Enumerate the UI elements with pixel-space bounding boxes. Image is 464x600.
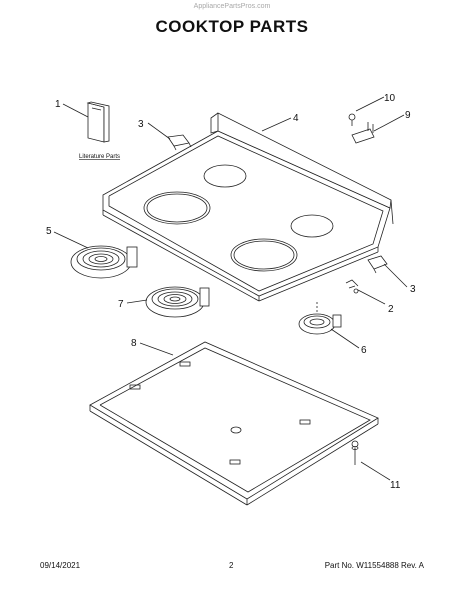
watermark: AppliancePartsPros.com: [193, 3, 271, 10]
mounting-screw[interactable]: [351, 446, 359, 466]
surface-element-warmer[interactable]: [298, 300, 342, 335]
cooktop-clip-right[interactable]: [367, 255, 388, 274]
cooktop-clip-left[interactable]: [167, 134, 192, 151]
callout-11: 11: [390, 480, 401, 491]
leader-lines: [53, 96, 408, 481]
surface-element-large[interactable]: [70, 245, 138, 279]
bracket-part[interactable]: [351, 122, 375, 144]
burner-box[interactable]: [89, 341, 379, 506]
callout-9: 9: [405, 110, 411, 121]
screw-part[interactable]: [348, 113, 356, 126]
surface-element-small[interactable]: [145, 286, 210, 318]
callout-10: 10: [384, 93, 396, 104]
callout-8: 8: [131, 338, 137, 349]
callout-3-left: 3: [138, 119, 144, 130]
callout-1: 1: [55, 99, 61, 110]
literature-parts-label: Literature Parts: [79, 154, 120, 160]
cooktop-glass[interactable]: [102, 112, 394, 302]
callout-7: 7: [118, 299, 124, 310]
terminal-part[interactable]: [345, 279, 359, 294]
callout-3-right: 3: [410, 284, 416, 295]
callout-5: 5: [46, 226, 52, 237]
page-title: COOKTOP PARTS: [155, 17, 309, 36]
literature-booklet[interactable]: [86, 101, 110, 143]
footer-date: 09/14/2021: [40, 561, 81, 570]
footer-page-number: 2: [229, 561, 234, 570]
callout-2: 2: [388, 304, 394, 315]
footer-part-number: Part No. W11554888 Rev. A: [324, 561, 424, 570]
callout-6: 6: [361, 345, 367, 356]
callout-4: 4: [293, 113, 299, 124]
